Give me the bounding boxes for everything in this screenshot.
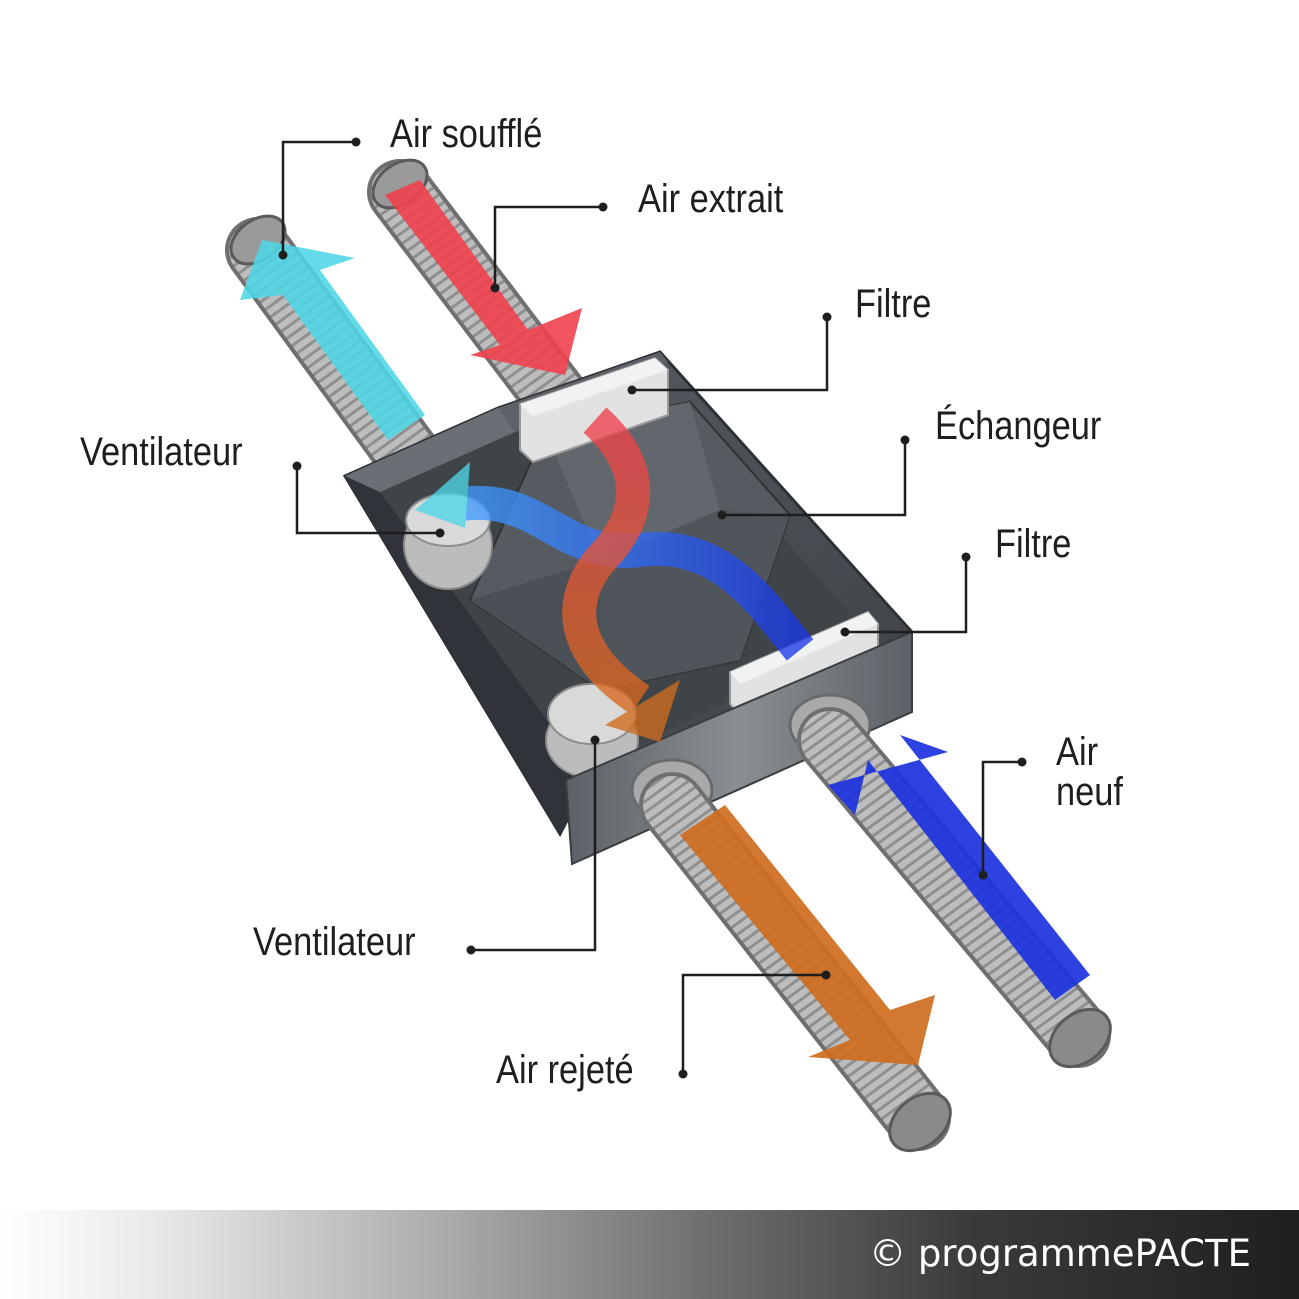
duct-fresh [788, 693, 1112, 1069]
label-air-neuf-line2: neuf [1056, 770, 1123, 814]
cross-flow-red [562, 407, 680, 742]
label-air-extrait: Air extrait [638, 177, 784, 221]
leader-air-extrait [493, 205, 603, 288]
leader-lines [281, 140, 1022, 1074]
leader-echangeur [722, 440, 907, 517]
filter-top [519, 356, 669, 464]
leader-air-rejete [681, 973, 826, 1074]
label-ventilateur-top: Ventilateur [80, 430, 243, 474]
leader-filtre-bottom [845, 557, 968, 634]
orange-arrow-icon [680, 805, 935, 1065]
label-ventilateur-bottom: Ventilateur [253, 920, 416, 964]
leader-ventilateur-bottom [471, 740, 597, 952]
red-arrow-icon [385, 180, 582, 375]
label-air-souffle: Air soufflé [390, 112, 543, 156]
label-filtre-top: Filtre [855, 282, 932, 326]
label-echangeur: Échangeur [935, 404, 1102, 448]
leader-ventilateur-top [295, 466, 440, 535]
leader-air-neuf [981, 760, 1022, 875]
leader-filtre-top [632, 317, 829, 392]
copyright-text: © programmePACTE [869, 1232, 1251, 1275]
label-air-neuf-line1: Air [1056, 730, 1099, 774]
label-filtre-bottom: Filtre [995, 522, 1072, 566]
cross-flow-blue [415, 462, 814, 661]
blue-arrow-icon [828, 735, 1090, 1000]
cyan-arrow-icon [240, 240, 425, 440]
label-air-rejete: Air rejeté [496, 1048, 634, 1092]
label-air-neuf: Air neuf [1056, 732, 1123, 812]
footer-banner: © programmePACTE [0, 1210, 1299, 1299]
leader-dots [278, 137, 1027, 1079]
leader-air-souffle [281, 140, 356, 255]
